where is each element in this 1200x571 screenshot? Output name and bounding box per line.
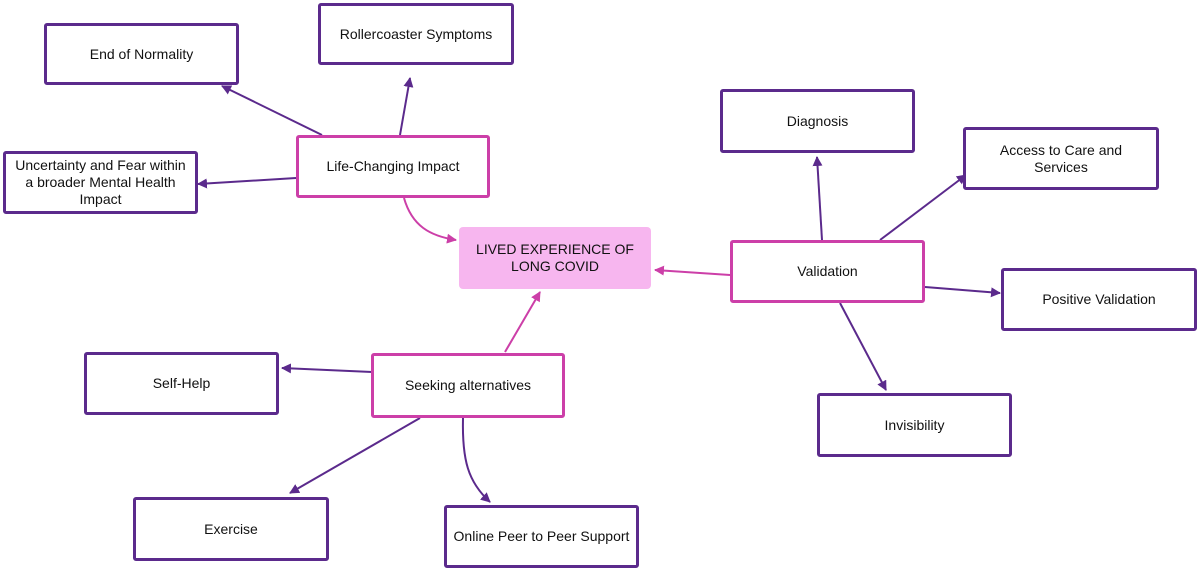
arrow-seeking-to-selfhelp	[281, 363, 373, 374]
arrow-validation-to-invisibility	[839, 302, 887, 391]
subtheme-online-peer-support: Online Peer to Peer Support	[444, 505, 639, 568]
theme-validation: Validation	[730, 240, 925, 303]
arrow-validation-to-center	[654, 265, 731, 276]
arrow-life-to-uncertainty	[197, 177, 297, 189]
subtheme-exercise: Exercise	[133, 497, 329, 561]
subtheme-invisibility: Invisibility	[817, 393, 1012, 457]
arrow-validation-to-positive	[924, 286, 1001, 298]
center-node: LIVED EXPERIENCE OF LONG COVID	[459, 227, 651, 289]
arrow-life-to-rollercoaster	[399, 77, 414, 136]
subtheme-access-to-care: Access to Care and Services	[963, 127, 1159, 190]
subtheme-diagnosis: Diagnosis	[720, 89, 915, 153]
subtheme-end-of-normality: End of Normality	[44, 23, 239, 85]
arrow-seeking-to-peer	[461, 417, 491, 503]
subtheme-rollercoaster-symptoms: Rollercoaster Symptoms	[318, 3, 514, 65]
subtheme-positive-validation: Positive Validation	[1001, 268, 1197, 331]
theme-seeking-alternatives: Seeking alternatives	[371, 353, 565, 418]
theme-life-changing-impact: Life-Changing Impact	[296, 135, 490, 198]
arrow-seeking-to-exercise	[289, 417, 421, 494]
arrow-validation-to-diagnosis	[812, 156, 823, 241]
arrow-life-to-normality	[221, 85, 323, 136]
arrow-life-to-center	[403, 197, 457, 244]
subtheme-uncertainty-and-fear: Uncertainty and Fear within a broader Me…	[3, 151, 198, 214]
subtheme-self-help: Self-Help	[84, 352, 279, 415]
arrow-seeking-to-center	[504, 291, 541, 353]
arrow-validation-to-access	[879, 174, 967, 241]
